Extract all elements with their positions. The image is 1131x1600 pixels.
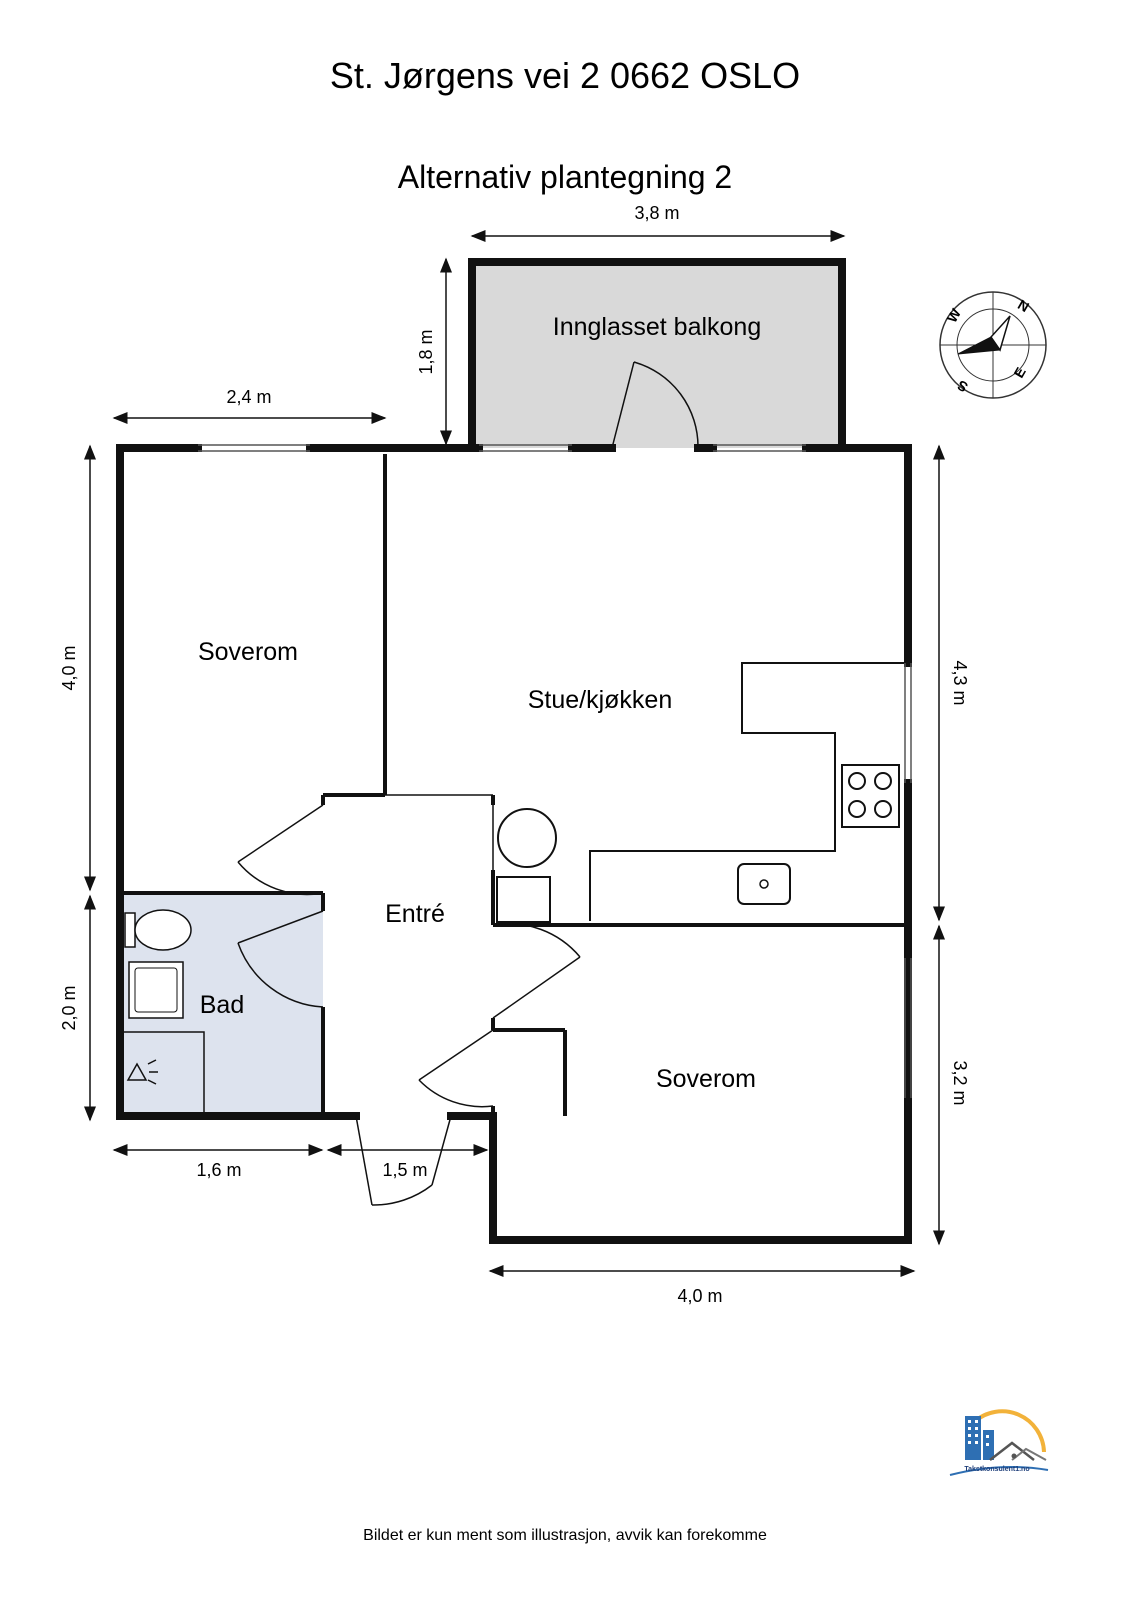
dim-left-height-lower: 2,0 m bbox=[59, 985, 79, 1030]
room-label-bedroom-right: Soverom bbox=[656, 1065, 756, 1093]
dim-left-height-upper: 4,0 m bbox=[59, 645, 79, 690]
dim-right-height-upper: 4,3 m bbox=[950, 660, 970, 705]
dim-bedroom-left-width: 2,4 m bbox=[226, 387, 271, 407]
dimension-lines bbox=[84, 230, 945, 1277]
balcony-fill bbox=[472, 262, 842, 448]
room-label-living-kitchen: Stue/kjøkken bbox=[528, 686, 673, 714]
compass-icon: N E S W bbox=[939, 291, 1047, 399]
room-label-entrance: Entré bbox=[385, 900, 445, 928]
toilet-tank bbox=[124, 912, 136, 948]
room-label-balcony: Innglasset balkong bbox=[553, 313, 761, 341]
cabinet bbox=[496, 876, 551, 923]
page-subtitle: Alternativ plantegning 2 bbox=[398, 159, 732, 195]
interior-walls bbox=[124, 454, 904, 1116]
page-title: St. Jørgens vei 2 0662 OSLO bbox=[330, 55, 800, 96]
toilet bbox=[134, 909, 192, 951]
shower-area bbox=[124, 1031, 205, 1112]
dim-balcony-width: 3,8 m bbox=[634, 203, 679, 223]
room-label-bathroom: Bad bbox=[200, 991, 244, 1019]
sink-drain bbox=[759, 879, 769, 889]
dim-bottom-entrance-width: 1,5 m bbox=[382, 1160, 427, 1180]
windows bbox=[198, 444, 912, 1098]
bath-sink bbox=[128, 961, 184, 1019]
dim-bottom-bath-width: 1,6 m bbox=[196, 1160, 241, 1180]
room-label-bedroom-left: Soverom bbox=[198, 638, 298, 666]
cooktop-burners bbox=[848, 772, 892, 818]
shower-icon bbox=[126, 1059, 158, 1085]
company-logo: Takstkonsulent1.no bbox=[949, 1409, 1049, 1476]
bath-sink-basin bbox=[134, 967, 178, 1013]
dim-balcony-depth: 1,8 m bbox=[416, 329, 436, 374]
dim-bottom-bedroom-width: 4,0 m bbox=[677, 1286, 722, 1306]
kitchen-sink bbox=[737, 863, 791, 905]
cooktop bbox=[841, 764, 900, 828]
dim-right-height-lower: 3,2 m bbox=[950, 1060, 970, 1105]
round-table bbox=[497, 808, 557, 868]
kitchen-counter bbox=[589, 662, 904, 921]
walls bbox=[116, 258, 912, 1244]
disclaimer-text: Bildet er kun ment som illustrasjon, avv… bbox=[363, 1527, 767, 1544]
logo-text: Takstkonsulent1.no bbox=[964, 1466, 1029, 1473]
